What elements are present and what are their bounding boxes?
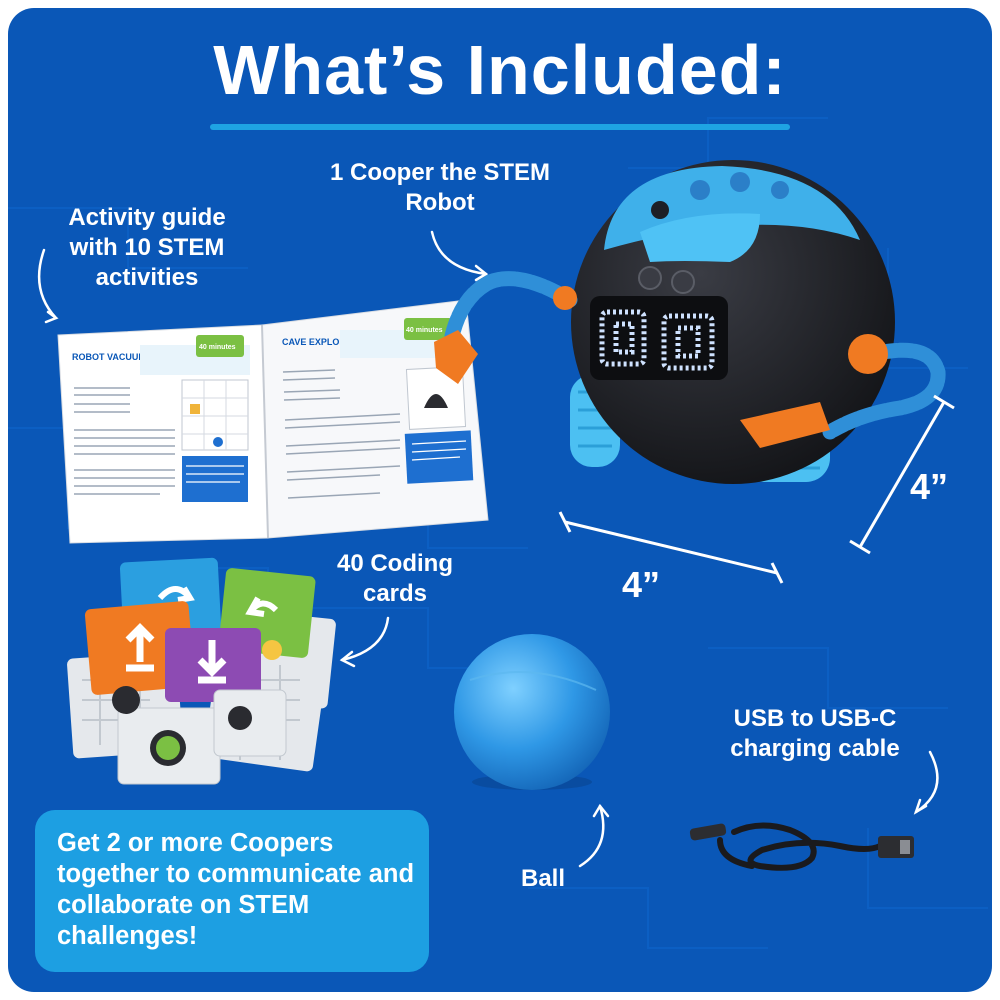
guide-right-time: 40 minutes [406,327,443,334]
callout-box: Get 2 or more Coopers together to commun… [35,810,429,972]
title-underline [210,124,790,130]
coding-cards [67,557,336,785]
robot-right-claw [740,402,830,448]
callout-arrows [37,230,939,868]
robot-right-arm [822,342,946,440]
guide-left-title: ROBOT VACUUM [72,352,146,362]
dimension-lines [558,394,955,584]
ball-label: Ball [520,865,565,892]
cable-label: USB to USB-C charging cable [730,705,900,762]
activity-guide-label: Activity guide with 10 STEM activities [68,204,226,291]
ball [454,634,610,790]
arrow-cards [340,616,390,662]
arrow-robot [430,230,488,276]
arrow-ball [578,804,605,868]
robot-face-display [590,296,728,380]
activity-guide-booklet: ROBOT VACUUM 40 minutes CAVE EXPLORATION… [57,299,489,544]
robot-label: 1 Cooper the STEM Robot [329,159,551,216]
page-title: What’s Included: [213,31,787,109]
coding-cards-label: 40 Coding cards [336,550,453,607]
usb-cable [689,822,914,871]
guide-left-time: 40 minutes [199,344,236,351]
callout-text: Get 2 or more Coopers together to commun… [57,829,415,950]
guide-right-title: CAVE EXPLORATION [282,337,373,347]
height-dimension: 4” [910,466,949,507]
robot-left-arm [444,271,578,344]
arrow-guide [37,248,58,320]
robot-left-claw [434,330,478,384]
cooper-robot [434,160,946,484]
width-dimension: 4” [622,564,661,605]
